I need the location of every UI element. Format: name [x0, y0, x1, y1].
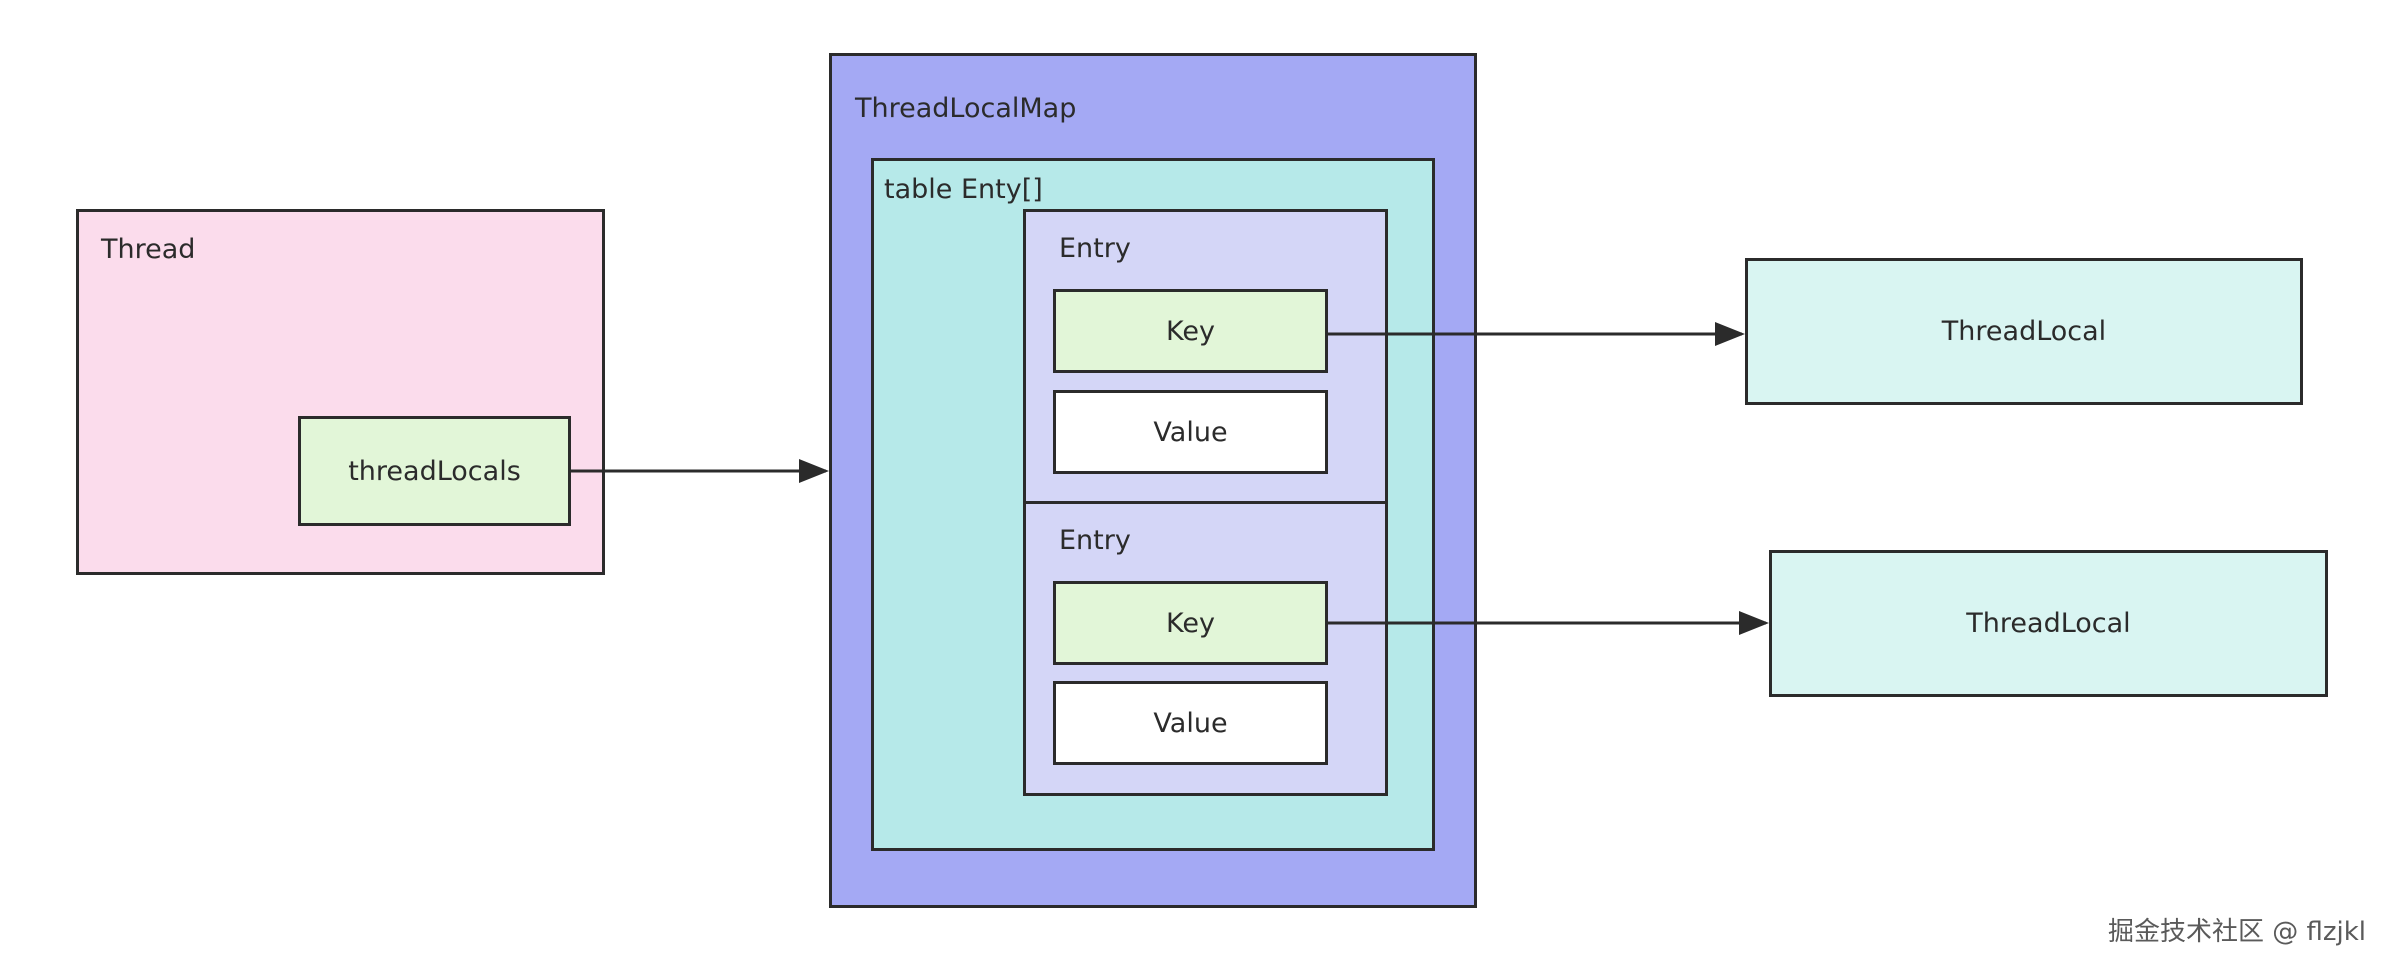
entry-label: Entry [1059, 233, 1131, 264]
thread-label: Thread [101, 234, 196, 265]
entry-key: Key [1053, 289, 1328, 373]
thread-locals-field: threadLocals [298, 416, 571, 526]
entry-table-label: table Enty[] [884, 174, 1043, 205]
entry-value: Value [1053, 681, 1328, 765]
entry-label: Entry [1059, 525, 1131, 556]
entry-value: Value [1053, 390, 1328, 474]
watermark: 掘金技术社区 @ flzjkl [2107, 917, 2366, 947]
thread-local-box: ThreadLocal [1769, 550, 2328, 697]
thread-local-box: ThreadLocal [1745, 258, 2303, 405]
entry-key: Key [1053, 581, 1328, 665]
thread-local-map-label: ThreadLocalMap [855, 93, 1077, 124]
